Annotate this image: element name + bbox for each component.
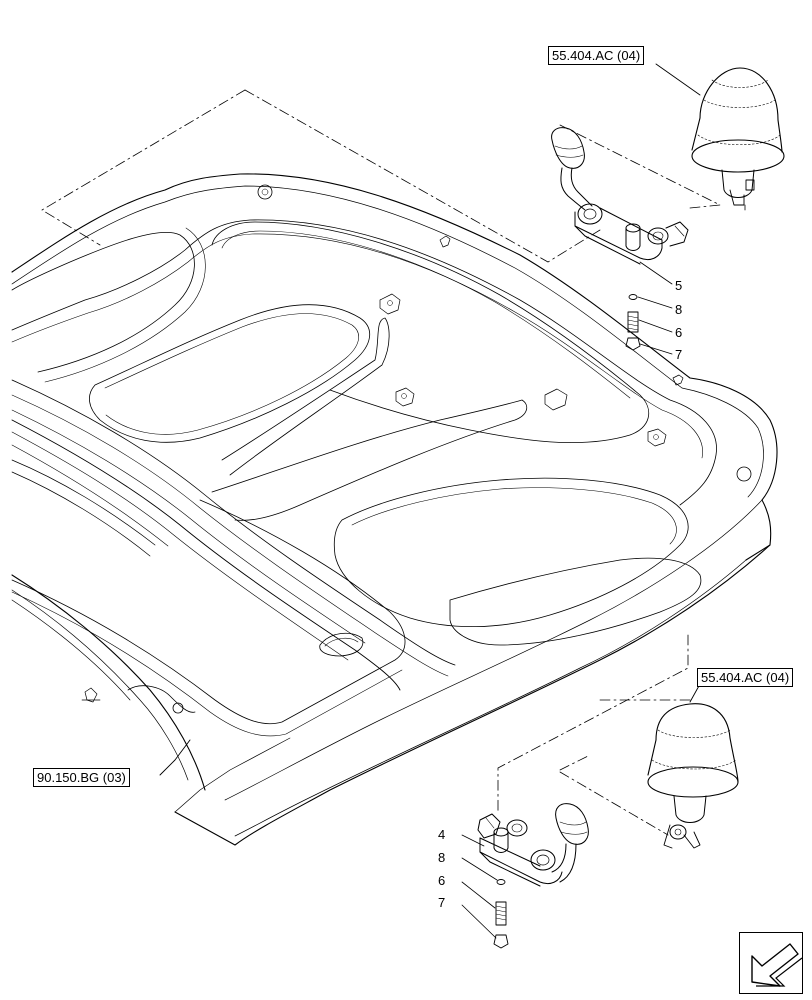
- callout-top-1: 5: [675, 278, 683, 293]
- reference-leaders: [159, 63, 701, 776]
- reference-label-cab-roof[interactable]: 90.150.BG (03): [33, 768, 130, 787]
- beacon-bracket-bottom: [461, 803, 589, 949]
- callout-top-4: 7: [675, 347, 683, 362]
- callout-top-2: 8: [675, 302, 683, 317]
- cab-roof-panel: [11, 173, 778, 846]
- callout-bottom-2: 8: [438, 850, 446, 865]
- reference-label-beacon-top[interactable]: 55.404.AC (04): [548, 46, 645, 65]
- callout-top-3: 6: [675, 325, 683, 340]
- callout-bottom-4: 7: [438, 895, 446, 910]
- assembly-guide-lines: [41, 89, 746, 836]
- beacon-lamp-top: [691, 67, 785, 206]
- callout-bottom-1: 4: [438, 827, 446, 842]
- beacon-lamp-bottom: [647, 703, 739, 849]
- beacon-bracket-top: [551, 127, 689, 355]
- reference-label-beacon-bottom[interactable]: 55.404.AC (04): [697, 668, 794, 687]
- navigation-button[interactable]: [739, 932, 803, 994]
- callout-bottom-3: 6: [438, 873, 446, 888]
